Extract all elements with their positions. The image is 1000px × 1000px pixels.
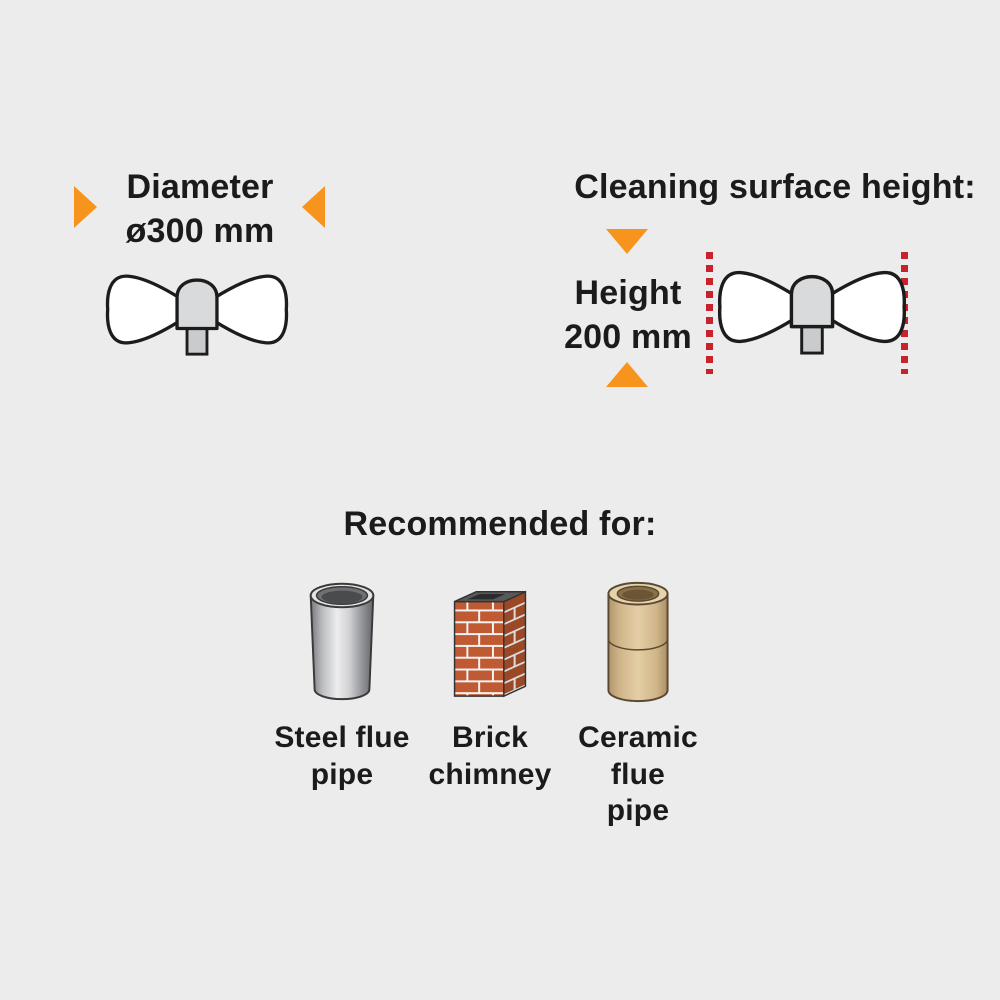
chimney-brush-icon xyxy=(105,274,289,356)
recommended-title: Recommended for: xyxy=(343,505,657,543)
dotted-measure-line-left xyxy=(706,252,713,374)
steel-flue-pipe-label: Steel flue pipe xyxy=(252,720,432,793)
ceramic-flue-pipe-icon xyxy=(607,581,669,703)
steel-label-line1: Steel flue xyxy=(274,721,410,754)
brick-chimney-label: Brick chimney xyxy=(405,720,575,793)
arrow-up-icon xyxy=(606,362,648,387)
ceramic-label-line2: pipe xyxy=(606,794,670,828)
brick-label-line2: chimney xyxy=(428,757,552,791)
ceramic-flue-pipe-label: Ceramic flue pipe xyxy=(548,720,728,830)
brick-label-line1: Brick xyxy=(451,721,529,754)
steel-flue-pipe-icon xyxy=(309,582,375,701)
height-label: Height 200 mm xyxy=(538,272,718,359)
height-label-line1: Height xyxy=(574,274,682,312)
diameter-label-line1: Diameter xyxy=(126,168,274,206)
chimney-brush-measured-icon xyxy=(717,270,907,355)
cleaning-surface-height-title: Cleaning surface height: xyxy=(574,168,976,206)
arrow-right-icon xyxy=(74,186,97,228)
height-value: 200 mm xyxy=(564,317,692,356)
diameter-value: ø300 mm xyxy=(125,211,275,250)
ceramic-label-line1: Ceramic flue xyxy=(578,721,698,791)
arrow-down-icon xyxy=(606,229,648,254)
brick-chimney-icon xyxy=(453,590,527,698)
diameter-label: Diameter ø300 mm xyxy=(90,166,310,253)
arrow-left-icon xyxy=(302,186,325,228)
steel-label-line2: pipe xyxy=(310,757,374,791)
